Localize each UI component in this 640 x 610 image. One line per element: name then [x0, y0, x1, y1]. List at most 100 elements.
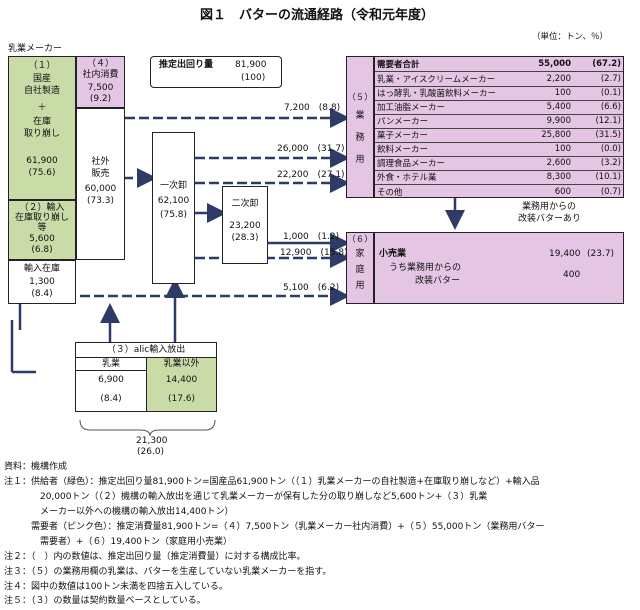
- internal-pct: (9.2): [89, 94, 112, 104]
- note-4: 注４：図中の数値は100トン未満を四捨五入している。: [4, 582, 228, 592]
- note-1b: 20,000トン（（２）機構の輸入放出を通じて乳業メーカーが保有した分の取り崩し…: [4, 492, 488, 502]
- import-stock-box: 輸入在庫 1,300 (8.4): [8, 260, 76, 304]
- alic-v2: 14,400: [165, 375, 198, 385]
- estimate-box: 推定出回り量 81,900 (100): [150, 56, 282, 88]
- secondary-label: 二次卸: [231, 199, 259, 209]
- estimate-pct: (100): [241, 73, 266, 83]
- household-char-3: 用: [355, 281, 365, 291]
- household-use-box: （６） 家 庭 用: [346, 232, 374, 304]
- flow-label-internal: 7,200 (8.8): [284, 103, 341, 113]
- internal-label: 社内消費: [82, 70, 119, 80]
- primary-value: 62,100: [157, 196, 190, 206]
- flow-label-primary-business-1: 26,000 (31.7): [277, 144, 345, 154]
- note-source: 資料：機構作成: [4, 462, 68, 472]
- unit-label: （単位：トン、％）: [532, 32, 608, 42]
- domestic-pct: (75.6): [28, 168, 56, 178]
- flow-label-stock-household: 5,100 (6.2): [283, 283, 340, 293]
- estimate-value: 81,900: [235, 60, 267, 70]
- internal-num: （４）: [86, 59, 114, 69]
- household-sub-value: 400: [563, 270, 581, 280]
- domestic-l4: 在庫: [32, 117, 51, 127]
- household-sub1: うち業務用からの: [389, 263, 462, 273]
- business-char-2: 務: [355, 133, 365, 143]
- secondary-wholesale-box: 二次卸 23,200 (28.3): [222, 186, 268, 264]
- import-value: 5,600: [29, 234, 55, 244]
- flow-label-primary-household: 12,900 (15.8): [280, 248, 348, 258]
- import-stock-pct: (8.4): [31, 289, 53, 299]
- household-sub2: 改装バター: [415, 276, 461, 286]
- alic-col2: 乳業以外: [163, 359, 200, 369]
- internal-value: 7,500: [87, 83, 114, 93]
- note-1e: 需要者）+（６）19,400トン（家庭用小売業）: [4, 537, 233, 547]
- import-l2: 等: [37, 223, 47, 233]
- alic-p2: (17.6): [167, 394, 196, 404]
- import-num: （２）輸入: [19, 203, 65, 213]
- household-value: 19,400: [549, 249, 581, 259]
- note-3: 注３：（５）の業務用欄の乳業は、バターを生産していない乳業メーカーを指す。: [4, 567, 332, 577]
- household-char-1: 家: [355, 249, 365, 259]
- primary-label: 一次卸: [159, 181, 187, 191]
- household-table: 小売業 19,400 (23.7) うち業務用からの 改装バター 400: [374, 232, 624, 304]
- note-2: 注２：（ ）内の数値は、推定出回り量（推定消費量）に対する構成比率。: [4, 552, 306, 562]
- domestic-l1: 国産: [32, 74, 51, 84]
- external-l1: 社外: [91, 157, 110, 167]
- domestic-value: 61,900: [26, 156, 58, 166]
- alic-v1: 6,900: [98, 375, 124, 385]
- primary-pct: (75.8): [159, 210, 188, 220]
- alic-p1: (8.4): [100, 394, 122, 404]
- secondary-pct: (28.3): [231, 233, 259, 243]
- domestic-l3: ＋: [37, 103, 47, 113]
- secondary-value: 23,200: [229, 221, 261, 231]
- repack-note-1: 業務用からの: [522, 202, 577, 212]
- household-num: （６）: [347, 235, 373, 245]
- import-box: （２）輸入 在庫取り崩し 等 5,600 (6.8): [8, 200, 76, 260]
- flow-label-secondary-household: 1,000 (1.2): [283, 232, 340, 242]
- business-num: （５）: [347, 93, 373, 103]
- alic-box: （３）alic輸入放出 乳業 乳業以外 6,900 14,400 (8.4) (…: [75, 342, 217, 412]
- flow-label-primary-business-2: 22,200 (27.1): [277, 170, 345, 180]
- external-sales-box: 社外 販売 60,000 (73.3): [76, 108, 125, 260]
- import-stock-value: 1,300: [29, 277, 55, 287]
- domestic-num: （１）: [28, 61, 56, 71]
- external-pct: (73.3): [86, 196, 115, 206]
- repack-note-2: 改装バターあり: [518, 214, 582, 224]
- business-char-1: 業: [355, 111, 365, 121]
- alic-total: 21,300: [136, 436, 168, 446]
- household-pct: (23.7): [587, 249, 615, 259]
- alic-total-pct: (26.0): [137, 447, 165, 457]
- domestic-l2: 自社製造: [23, 86, 60, 96]
- note-1c: メーカー以外への機構の輸入放出14,400トン）: [4, 507, 234, 517]
- estimate-label: 推定出回り量: [159, 60, 214, 70]
- household-char-2: 庭: [355, 265, 365, 275]
- business-char-3: 用: [355, 155, 365, 165]
- primary-wholesale-box: 一次卸 62,100 (75.8): [152, 132, 195, 284]
- domestic-l5: 取り崩し: [23, 129, 60, 139]
- page-title: 図１ バターの流通経路（令和元年度）: [200, 8, 435, 23]
- note-1d: 需要者（ピンク色）：推定消費量81,900トン=（４）7,500トン（乳業メーカ…: [4, 522, 545, 532]
- import-pct: (6.8): [31, 245, 53, 255]
- external-value: 60,000: [84, 184, 117, 194]
- external-l2: 販売: [91, 169, 110, 179]
- business-use-box: （５） 業 務 用: [346, 56, 374, 198]
- maker-label: 乳業メーカー: [8, 44, 63, 54]
- import-l1: 在庫取り崩し: [14, 213, 69, 223]
- note-5: 注５：（３）の数量は契約数量ベースとしている。: [4, 596, 206, 606]
- household-label: 小売業: [379, 249, 407, 259]
- note-1a: 注１：供給者（緑色）：推定出回り量81,900トン=国産品61,900トン（（１…: [4, 477, 540, 487]
- domestic-box: （１） 国産 自社製造 ＋ 在庫 取り崩し 61,900 (75.6): [8, 56, 76, 200]
- internal-consumption-box: （４） 社内消費 7,500 (9.2): [76, 56, 125, 108]
- alic-title: （３）alic輸入放出: [106, 345, 186, 355]
- alic-col1: 乳業: [101, 359, 120, 369]
- import-stock-label: 輸入在庫: [23, 264, 60, 274]
